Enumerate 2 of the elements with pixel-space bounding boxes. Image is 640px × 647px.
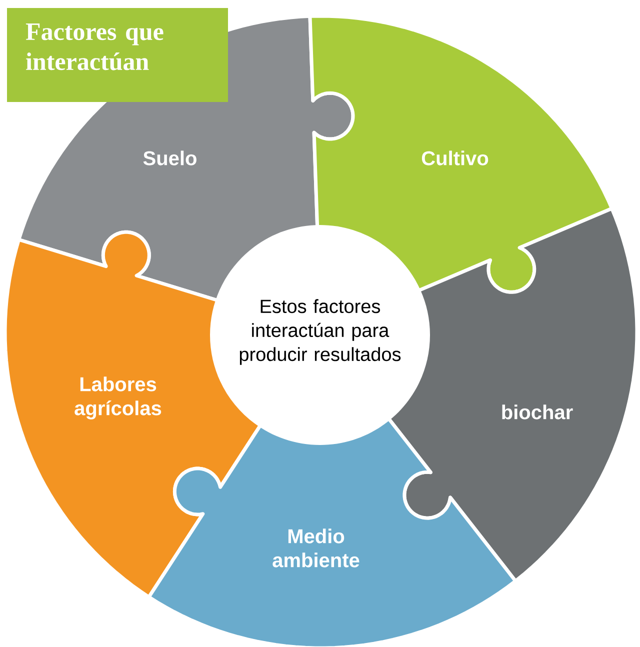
title-box: Factores que interactúan [7, 8, 228, 102]
puzzle-piece: Cultivo [308, 14, 614, 295]
